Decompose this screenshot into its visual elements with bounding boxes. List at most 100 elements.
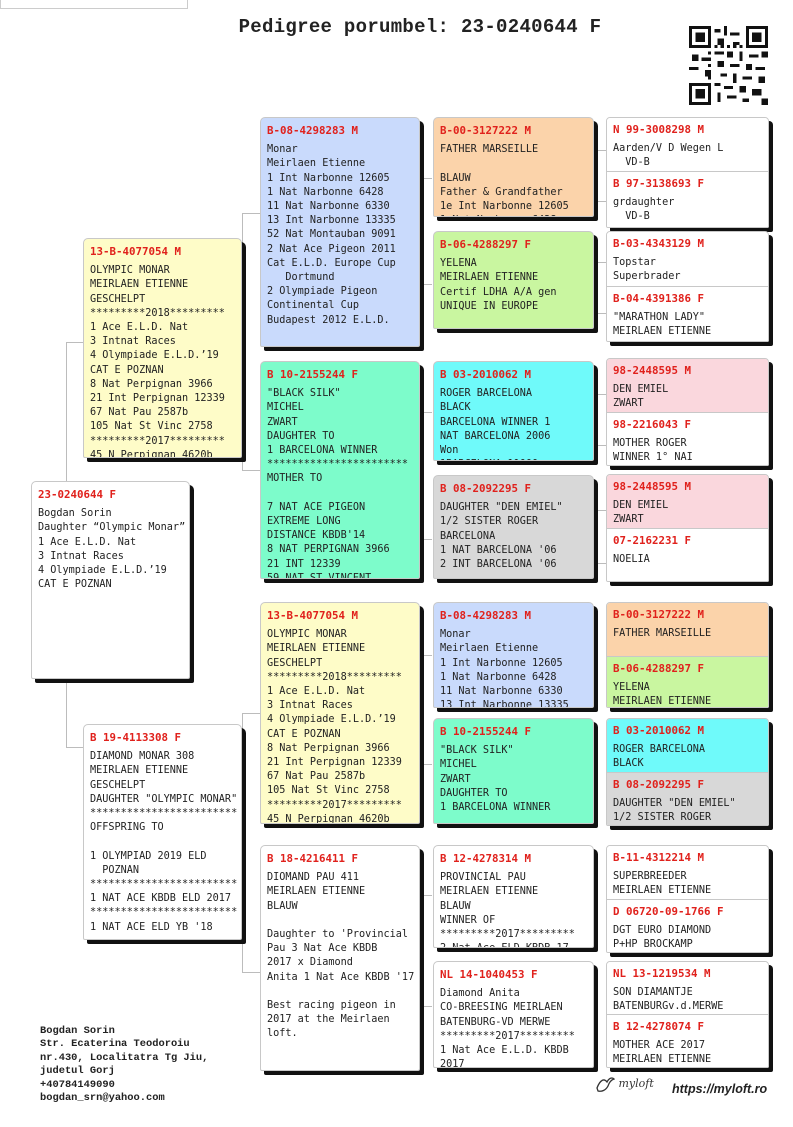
pigeon-id: B-04-4391386 F <box>613 292 705 305</box>
pigeon-detail-line: CAT E POZNAN <box>267 728 341 740</box>
pigeon-detail-line: BARCELONA WINNER 1 <box>440 416 551 428</box>
pigeon-detail-line: POZNAN <box>90 864 140 876</box>
pigeon-detail-line: MOTHER ACE 2017 <box>613 1040 706 1052</box>
pigeon-detail-line: MOTHER ROGER <box>613 438 687 450</box>
pigeon-id: B-08-4298283 M <box>267 124 359 137</box>
pigeon-detail-line: FATHER MARSEILLE <box>440 144 539 156</box>
pigeon-detail-line: DIAMOND MONAR 308 <box>90 751 195 763</box>
pigeon-detail-line: CO-BREESING MEIRLAEN <box>440 1002 563 1014</box>
pigeon-detail-line: 11 Nat Narbonne 6330 <box>267 201 390 213</box>
pigeon-detail-line: MEIRLAEN ETIENNE <box>440 886 539 898</box>
pigeon-detail-line: 21 Int Perpignan 12339 <box>267 757 402 769</box>
pigeon-detail-line: GESCHELPT <box>90 779 146 791</box>
pigeon-detail-line: 1 Ace E.L.D. Nat <box>38 536 137 548</box>
pigeon-detail-line: MEIRLAEN ETIENNE <box>613 326 712 338</box>
pigeon-detail-line: 4 Olympiade E.L.D.’19 <box>90 350 219 362</box>
pigeon-detail-line: Daughter “Olympic Monar” <box>38 522 186 534</box>
pigeon-details: FATHER MARSEILLE <box>613 627 763 641</box>
pigeon-detail-line: MEIRLAEN ETIENNE <box>90 765 189 777</box>
pigeon-detail-line: DAUGHTER "DEN EMIEL" <box>440 502 563 514</box>
pigeon-detail-line: 1 Nat Narbonne 6428 <box>267 186 384 198</box>
pigeon-detail-line: DEN EMIEL <box>613 500 669 512</box>
pigeon-id: B-06-4288297 F <box>440 238 532 251</box>
myloft-logo-text: myloft <box>618 1077 654 1090</box>
pigeon-detail-line: GESCHELPT <box>90 293 146 305</box>
pigeon-detail-line: BLAUW <box>440 900 471 912</box>
bird-icon <box>596 1077 616 1092</box>
owner-info: Bogdan Sorin Str. Ecaterina Teodoroiu nr… <box>40 1025 208 1105</box>
gen4-card[interactable]: B-04-4391386 F"MARATHON LADY"MEIRLAEN ET… <box>607 286 768 341</box>
pigeon-detail-line: MEIRLAEN ETIENNE <box>613 696 712 707</box>
qr-code-icon <box>689 26 768 105</box>
pigeon-detail-line <box>267 985 414 999</box>
pigeon-id: B-11-4312214 M <box>613 851 705 864</box>
pigeon-detail-line: 8 Nat Perpignan 3966 <box>267 742 390 754</box>
pigeon-id: NL 13-1219534 M <box>613 967 711 980</box>
pigeon-detail-line: DISTANCE KBDB'14 <box>267 530 366 542</box>
pigeon-detail-line: ZWART <box>613 514 644 526</box>
pigeon-detail-line: ZWART <box>440 773 471 785</box>
pigeon-detail-line: 8 NAT PERPIGNAN 3966 <box>267 544 390 556</box>
pigeon-detail-line: BLACK <box>613 758 644 770</box>
pigeon-detail-line: Pau 3 Nat Ace KBDB <box>267 943 378 955</box>
pigeon-detail-line: DAUGHTER "DEN EMIEL" <box>613 798 736 810</box>
pigeon-detail-line: 11 Nat Narbonne 6330 <box>440 686 563 698</box>
connector-sss <box>594 150 606 202</box>
pigeon-detail-line: Cat E.L.D. Europe Cup <box>267 257 396 269</box>
pigeon-detail-line: 1e Int Narbonne 12605 <box>440 201 569 213</box>
pigeon-id: NL 14-1040453 F <box>440 968 538 981</box>
owner-email: bogdan_srn@yahoo.com <box>40 1092 165 1105</box>
pigeon-detail-line: Certif LDHA A/A gen <box>440 286 557 298</box>
website-link[interactable]: https://myloft.ro <box>672 1082 768 1096</box>
pigeon-detail-line: DAUGHTER TO <box>267 430 335 442</box>
pigeon-detail-line: MEIRLAEN ETIENNE <box>613 1054 712 1066</box>
pigeon-detail-line: MICHEL <box>267 402 304 414</box>
connector-ds <box>420 655 432 765</box>
connector-sdd <box>594 510 606 564</box>
gen3-card-4[interactable]: B 08-2092295 F DAUGHTER "DEN EMIEL"1/2 S… <box>433 475 594 579</box>
